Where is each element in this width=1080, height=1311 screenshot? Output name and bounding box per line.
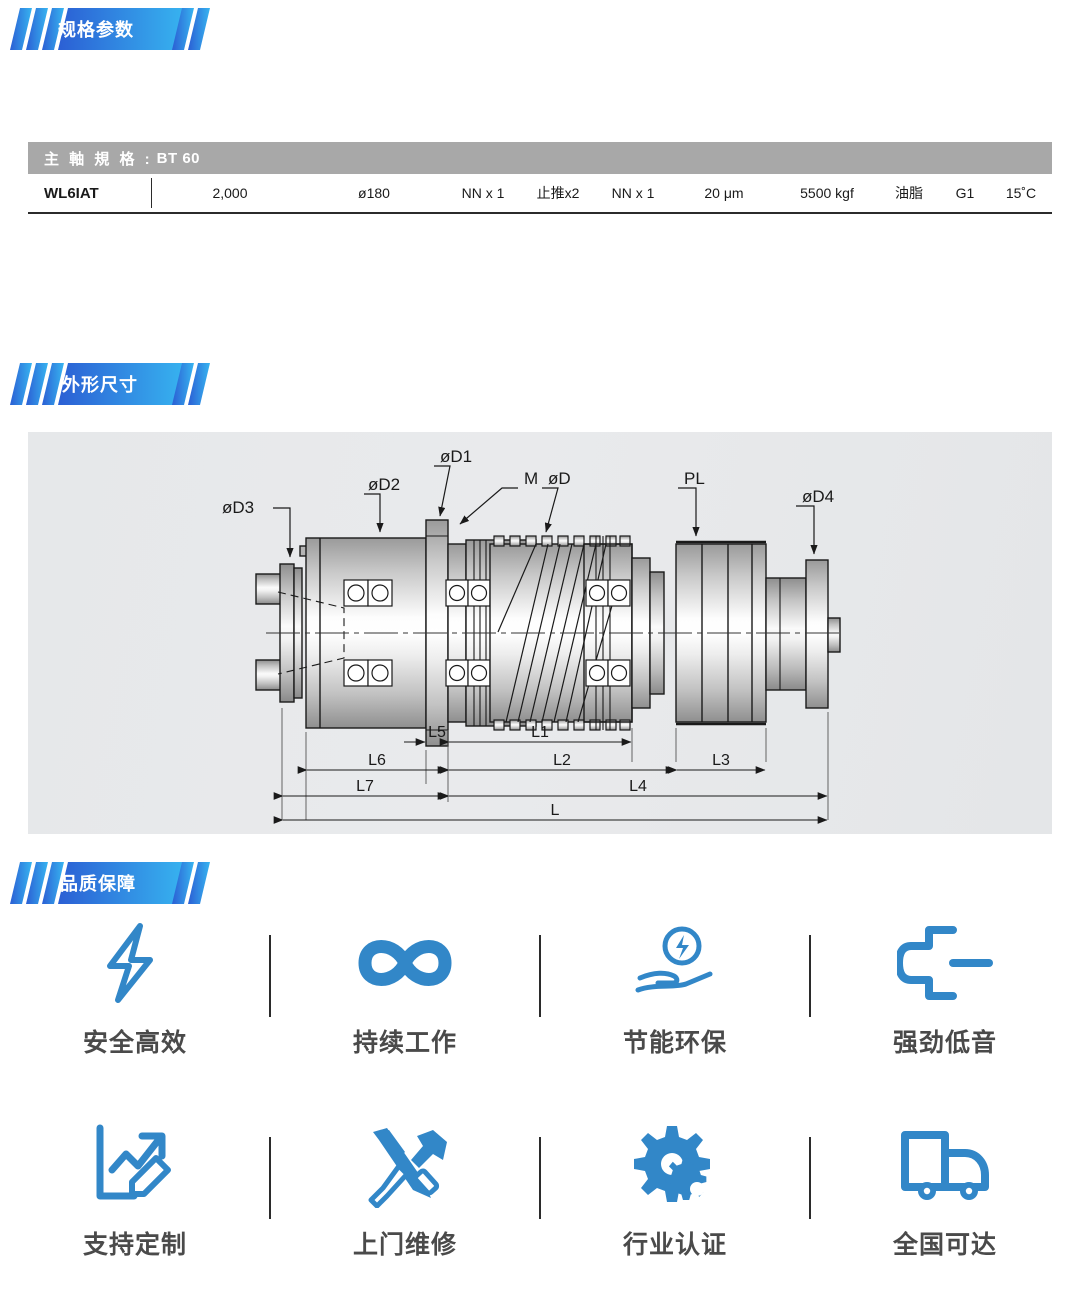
feature-item-nationwide-delivery: 全国可达 bbox=[810, 1117, 1080, 1261]
spec-header-prefix: 主 軸 規 格 : bbox=[44, 150, 153, 168]
section-title-quality: 品质保障 bbox=[60, 874, 136, 894]
tools-hammer-icon bbox=[361, 1117, 449, 1213]
spec-table-header: 主 軸 規 格 : BT 60 bbox=[28, 142, 1052, 174]
dimension-label-L5: L5 bbox=[428, 724, 446, 741]
callout-label-oD2: øD2 bbox=[368, 475, 400, 494]
feature-item-safety: 安全高效 bbox=[0, 915, 271, 1059]
feature-divider bbox=[269, 1137, 271, 1219]
feature-divider bbox=[539, 935, 541, 1017]
dimension-label-L4: L4 bbox=[629, 778, 647, 795]
spec-table: 主 軸 規 格 : BT 60 WL6IAT 2,000 ø180 NN x 1… bbox=[28, 142, 1052, 214]
section-title-spec-params: 规格参数 bbox=[58, 20, 134, 40]
feature-item-eco: 节能环保 bbox=[540, 915, 811, 1059]
dimension-label-L7: L7 bbox=[356, 778, 374, 795]
spec-cell-load: 5500 kgf bbox=[800, 185, 854, 201]
spec-cell-precision: 20 μm bbox=[704, 185, 744, 201]
dimension-label-L1: L1 bbox=[531, 724, 549, 741]
column-separator bbox=[150, 178, 152, 208]
feature-label: 节能环保 bbox=[622, 1029, 727, 1057]
feature-label: 全国可达 bbox=[892, 1231, 997, 1259]
feature-label: 强劲低音 bbox=[892, 1029, 997, 1057]
section-header-dimensions: 外形尺寸 bbox=[10, 363, 240, 405]
section-title-dimensions: 外形尺寸 bbox=[62, 375, 138, 395]
feature-label: 行业认证 bbox=[622, 1231, 727, 1259]
feature-divider bbox=[269, 935, 271, 1017]
callout-label-oD4: øD4 bbox=[802, 487, 834, 506]
plug-power-icon bbox=[897, 915, 993, 1011]
feature-label: 持续工作 bbox=[352, 1029, 457, 1057]
callout-label-oD1: øD1 bbox=[440, 447, 472, 466]
dimension-label-L6: L6 bbox=[368, 752, 386, 769]
gears-icon bbox=[629, 1117, 721, 1213]
dimension-label-L2: L2 bbox=[553, 752, 571, 769]
spec-header-value: BT 60 bbox=[156, 149, 201, 167]
feature-row-2: 支持定制 上门维修 bbox=[0, 1117, 1080, 1261]
spec-row-model: WL6IAT bbox=[44, 184, 99, 202]
quality-features: 安全高效 持续工作 节能环保 bbox=[0, 915, 1080, 1261]
table-row: WL6IAT 2,000 ø180 NN x 1 止推x2 NN x 1 20 … bbox=[28, 174, 1052, 214]
callout-label-oD3: øD3 bbox=[222, 498, 254, 517]
spindle-technical-drawing: øD3 øD2 øD1 M øD PL øD4 L5 bbox=[222, 447, 841, 824]
feature-item-customization: 支持定制 bbox=[0, 1117, 271, 1261]
spec-cell-temp: 15˚C bbox=[1005, 185, 1037, 201]
callout-label-PL: PL bbox=[684, 469, 705, 488]
feature-row-1: 安全高效 持续工作 节能环保 bbox=[0, 915, 1080, 1059]
spec-cell-thrust: 止推x2 bbox=[536, 185, 580, 201]
feature-item-certification: 行业认证 bbox=[540, 1117, 811, 1261]
dimension-drawing-panel: øD3 øD2 øD1 M øD PL øD4 L5 bbox=[28, 432, 1052, 834]
chart-pencil-icon bbox=[90, 1117, 180, 1213]
infinity-icon bbox=[353, 915, 457, 1011]
spec-cell-lubricant: 油脂 bbox=[895, 185, 923, 201]
spec-cell-diameter: ø180 bbox=[358, 185, 390, 201]
lightning-bolt-icon bbox=[96, 915, 174, 1011]
feature-item-onsite-repair: 上门维修 bbox=[270, 1117, 541, 1261]
section-header-spec-params: 规格参数 bbox=[10, 8, 240, 50]
feature-divider bbox=[809, 935, 811, 1017]
dimension-label-L3: L3 bbox=[712, 752, 730, 769]
feature-label: 支持定制 bbox=[82, 1231, 187, 1259]
callout-label-M: M bbox=[524, 469, 538, 488]
spec-cell-bearing-1: NN x 1 bbox=[461, 185, 505, 201]
feature-item-power: 强劲低音 bbox=[810, 915, 1080, 1059]
dimension-label-L: L bbox=[551, 802, 560, 819]
feature-label: 上门维修 bbox=[352, 1231, 457, 1259]
feature-item-continuous: 持续工作 bbox=[270, 915, 541, 1059]
spec-cell-speed: 2,000 bbox=[212, 185, 248, 201]
feature-divider bbox=[809, 1137, 811, 1219]
eco-energy-hand-icon bbox=[630, 915, 720, 1011]
callout-label-oD: øD bbox=[548, 469, 571, 488]
spec-cell-bearing-2: NN x 1 bbox=[611, 185, 655, 201]
section-header-quality: 品质保障 bbox=[10, 862, 240, 904]
spec-cell-grade: G1 bbox=[955, 185, 975, 201]
feature-label: 安全高效 bbox=[82, 1029, 187, 1057]
delivery-truck-icon bbox=[899, 1117, 991, 1213]
feature-divider bbox=[539, 1137, 541, 1219]
